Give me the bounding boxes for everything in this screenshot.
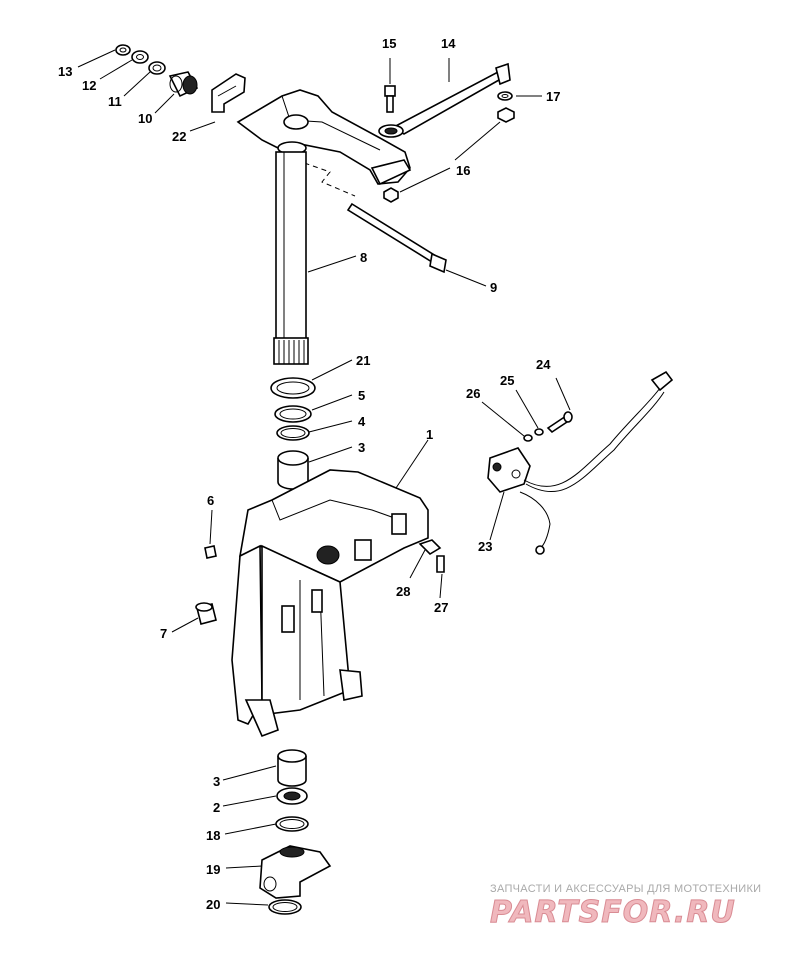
watermark: ЗАПЧАСТИ И АКСЕССУАРЫ ДЛЯ МОТОТЕХНИКИ PA… [490,883,762,931]
bolt-15 [384,85,396,113]
callout-15: 15 [382,36,396,51]
callout-22: 22 [172,129,186,144]
callout-4: 4 [358,414,366,429]
callout-16: 16 [456,163,470,178]
callout-3-lower: 3 [213,774,220,789]
callout-10: 10 [138,111,152,126]
screw-24 [546,411,573,434]
bolt-9 [346,202,447,274]
callout-28: 28 [396,584,410,599]
steering-shaft-8 [273,151,309,365]
ring-18 [275,816,309,832]
callout-26: 26 [466,386,480,401]
bushing-7 [195,602,217,625]
callout-19: 19 [206,862,220,877]
callout-2: 2 [213,800,220,815]
callout-7: 7 [160,626,167,641]
watermark-logo: PARTSFOR.RU [490,895,736,930]
callout-21: 21 [356,353,370,368]
bushing-3-upper [277,450,309,490]
clip-28 [418,539,442,556]
callout-11: 11 [108,94,122,109]
steering-arm [236,89,412,186]
bracket-22 [211,73,246,113]
nut-16-a [497,107,515,123]
callout-6: 6 [207,493,214,508]
callout-20: 20 [206,897,220,912]
washer-12 [131,50,149,64]
callout-5: 5 [358,388,365,403]
washer-25 [534,428,544,436]
leader-lines [77,49,571,906]
yoke-19 [259,845,332,899]
bushing-10 [168,71,199,98]
callout-23: 23 [478,539,492,554]
callout-14: 14 [441,36,456,51]
callout-24: 24 [536,357,551,372]
fitting-6 [204,545,217,559]
watermark-tagline: ЗАПЧАСТИ И АКСЕССУАРЫ ДЛЯ МОТОТЕХНИКИ [490,883,761,895]
callout-1: 1 [426,427,433,442]
washer-13 [115,44,131,56]
swivel-housing-1 [231,469,429,738]
trim-sender-23 [487,370,674,555]
ring-4 [276,425,310,441]
callout-12: 12 [82,78,96,93]
callout-13: 13 [58,64,72,79]
seal-2 [276,787,308,805]
screw-27 [436,555,445,573]
washer-21 [270,377,316,399]
alignment-line [295,159,356,197]
callout-17: 17 [546,89,560,104]
ring-20 [268,899,302,915]
callout-3-upper: 3 [358,440,365,455]
washer-26 [523,434,533,442]
callout-labels: 13 12 11 10 22 15 14 17 16 8 9 21 5 4 3 … [58,36,560,912]
callout-9: 9 [490,280,497,295]
washer-11 [148,61,166,75]
nut-16-b [383,187,399,203]
washer-17 [497,91,513,101]
callout-27: 27 [434,600,448,615]
steering-link-14 [378,62,511,138]
bushing-3-lower [277,749,307,787]
seal-5 [274,405,312,423]
callout-8: 8 [360,250,367,265]
callout-18: 18 [206,828,220,843]
callout-25: 25 [500,373,514,388]
